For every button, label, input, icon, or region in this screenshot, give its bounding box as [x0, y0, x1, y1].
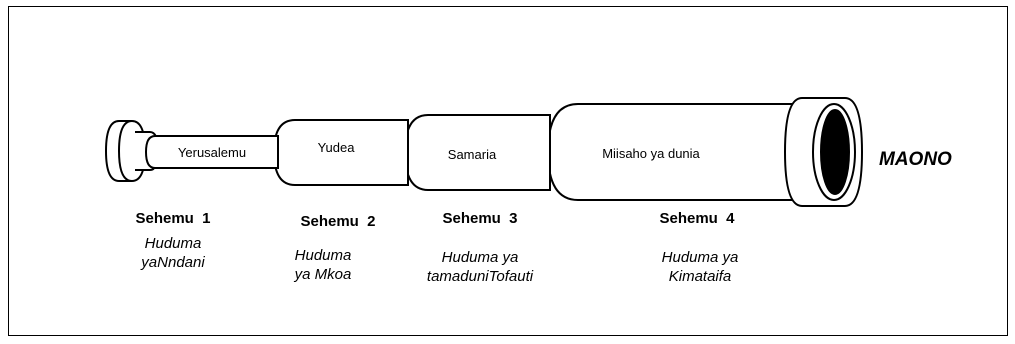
section-sub-1: Huduma yaNndani: [123, 234, 223, 272]
section-sub-3-line2: tamaduniTofauti: [426, 268, 534, 285]
segment-label-3: Samaria: [448, 147, 497, 162]
section-title-4: Sehemu 4: [659, 210, 735, 227]
objective-lens: [820, 109, 850, 195]
section-sub-3-line1: Huduma ya: [441, 249, 519, 266]
maono-label: MAONO: [879, 149, 952, 170]
section-sub-1-line2: yaNndani: [141, 254, 205, 271]
section-title-2: Sehemu 2: [300, 213, 376, 230]
section-sub-3: Huduma ya tamaduniTofauti: [395, 248, 565, 286]
segment-label-4: Miisaho ya dunia: [602, 146, 700, 161]
segment-label-1: Yerusalemu: [178, 145, 246, 160]
section-title-3: Sehemu 3: [442, 210, 518, 227]
section-sub-2-line1: Huduma: [294, 247, 352, 264]
section-sub-2-line2: ya Mkoa: [294, 266, 352, 283]
section-sub-1-line1: Huduma: [144, 235, 202, 252]
section-sub-4: Huduma ya Kimataifa: [640, 248, 760, 286]
section-title-1: Sehemu 1: [135, 210, 211, 227]
tube-segment-1: [144, 135, 279, 169]
segment-label-2: Yudea: [318, 140, 356, 155]
section-sub-4-line2: Kimataifa: [668, 268, 732, 285]
section-sub-2: Huduma ya Mkoa: [268, 246, 378, 284]
section-sub-4-line1: Huduma ya: [661, 249, 739, 266]
